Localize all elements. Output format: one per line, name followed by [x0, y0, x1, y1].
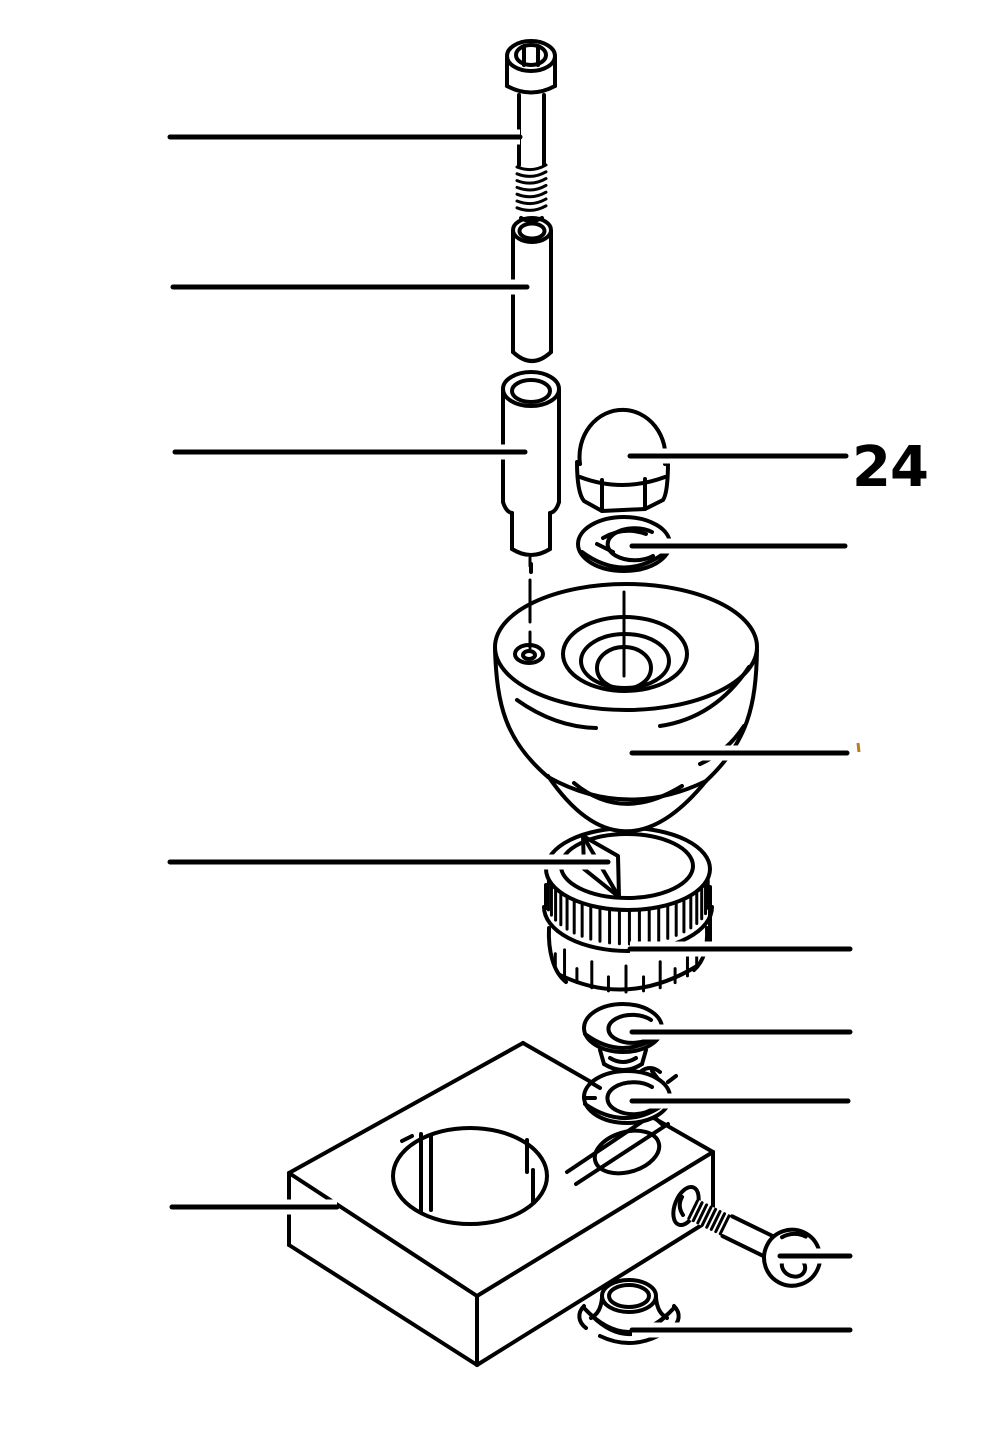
drum-lower-ticks	[553, 948, 699, 994]
pan-head-screw-icon	[684, 1197, 823, 1288]
stepped-bushing-icon	[501, 370, 561, 574]
cup-washer-icon	[582, 1002, 664, 1072]
stray-mark	[856, 742, 861, 753]
callout-label-24: 24	[852, 435, 928, 500]
pulley-icon	[493, 556, 759, 834]
toothed-lock-ring-icon	[582, 1066, 678, 1128]
side-screw-threads	[687, 1199, 731, 1236]
socket-head-screw-icon	[505, 39, 557, 223]
acorn-nut-icon	[575, 407, 670, 513]
top-screw-threads	[515, 163, 548, 212]
leader-lines	[167, 129, 853, 1338]
knurl-ticks	[546, 878, 710, 946]
knurled-drum-icon	[542, 826, 714, 994]
